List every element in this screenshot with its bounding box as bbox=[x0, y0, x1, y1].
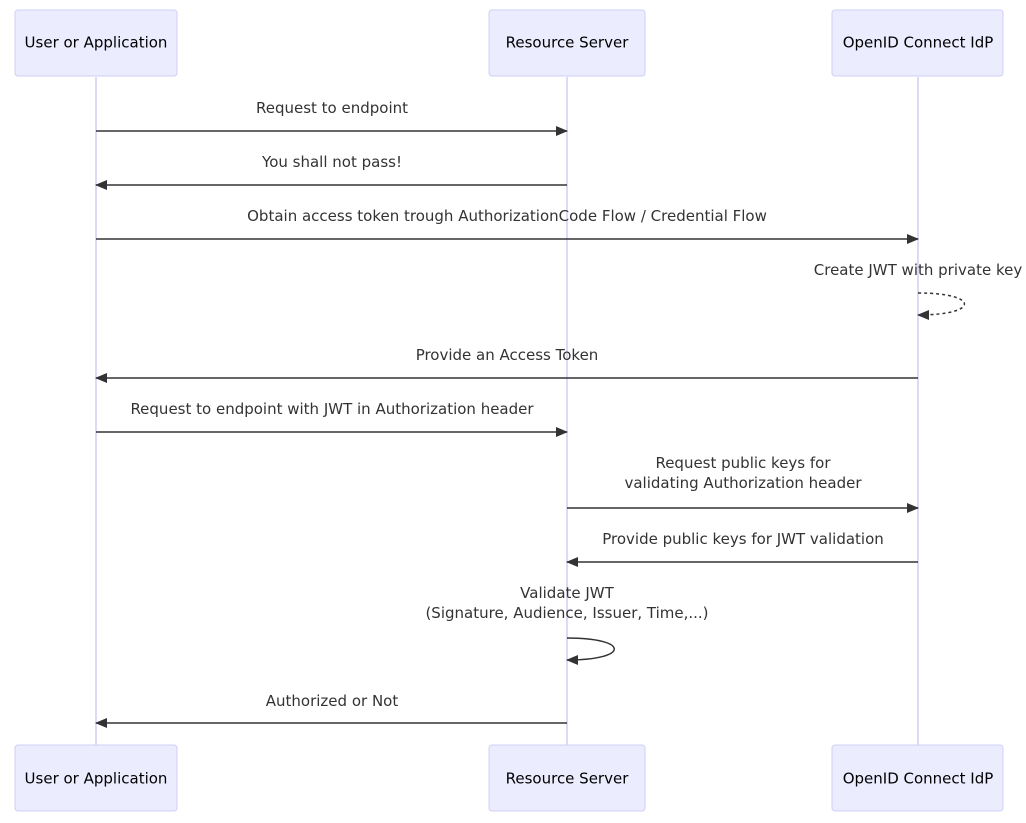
message-label: You shall not pass! bbox=[261, 153, 402, 171]
participant-idp-top: OpenID Connect IdP bbox=[831, 9, 1004, 77]
participant-label: OpenID Connect IdP bbox=[843, 34, 994, 52]
message-label: Provide public keys for JWT validation bbox=[602, 530, 884, 548]
message-label: (Signature, Audience, Issuer, Time,...) bbox=[425, 604, 708, 622]
message-create-jwt: Create JWT with private key bbox=[814, 261, 1023, 320]
message-provide-access-token: Provide an Access Token bbox=[95, 346, 918, 383]
message-arrow bbox=[917, 292, 965, 320]
participant-label: User or Application bbox=[25, 770, 168, 788]
message-you-shall-not-pass: You shall not pass! bbox=[95, 153, 567, 190]
message-label: Authorized or Not bbox=[266, 692, 399, 710]
participant-label: Resource Server bbox=[506, 34, 630, 52]
participant-label: User or Application bbox=[25, 34, 168, 52]
message-label: Provide an Access Token bbox=[416, 346, 599, 364]
message-validate-jwt: Validate JWT (Signature, Audience, Issue… bbox=[425, 584, 709, 665]
message-obtain-access-token: Obtain access token trough Authorization… bbox=[96, 207, 919, 244]
message-label: Request public keys for bbox=[655, 454, 831, 472]
participant-user-top: User or Application bbox=[14, 9, 178, 77]
message-label: Validate JWT bbox=[520, 584, 614, 602]
message-label: validating Authorization header bbox=[624, 474, 862, 492]
message-label: Request to endpoint bbox=[256, 99, 408, 117]
message-label: Create JWT with private key bbox=[814, 261, 1023, 279]
message-authorized-or-not: Authorized or Not bbox=[95, 692, 567, 728]
message-provide-public-keys: Provide public keys for JWT validation bbox=[566, 530, 918, 567]
message-request-with-jwt: Request to endpoint with JWT in Authoriz… bbox=[96, 400, 568, 437]
participant-resource-server-top: Resource Server bbox=[488, 9, 646, 77]
message-request-public-keys: Request public keys for validating Autho… bbox=[567, 454, 919, 513]
participant-label: OpenID Connect IdP bbox=[843, 770, 994, 788]
message-label: Obtain access token trough Authorization… bbox=[247, 207, 767, 225]
participant-resource-server-bottom: Resource Server bbox=[488, 744, 646, 812]
message-request-to-endpoint: Request to endpoint bbox=[96, 99, 568, 136]
participant-user-bottom: User or Application bbox=[14, 744, 178, 812]
participant-label: Resource Server bbox=[506, 770, 630, 788]
message-arrow bbox=[566, 637, 615, 665]
message-label: Request to endpoint with JWT in Authoriz… bbox=[130, 400, 534, 418]
participant-idp-bottom: OpenID Connect IdP bbox=[831, 744, 1004, 812]
